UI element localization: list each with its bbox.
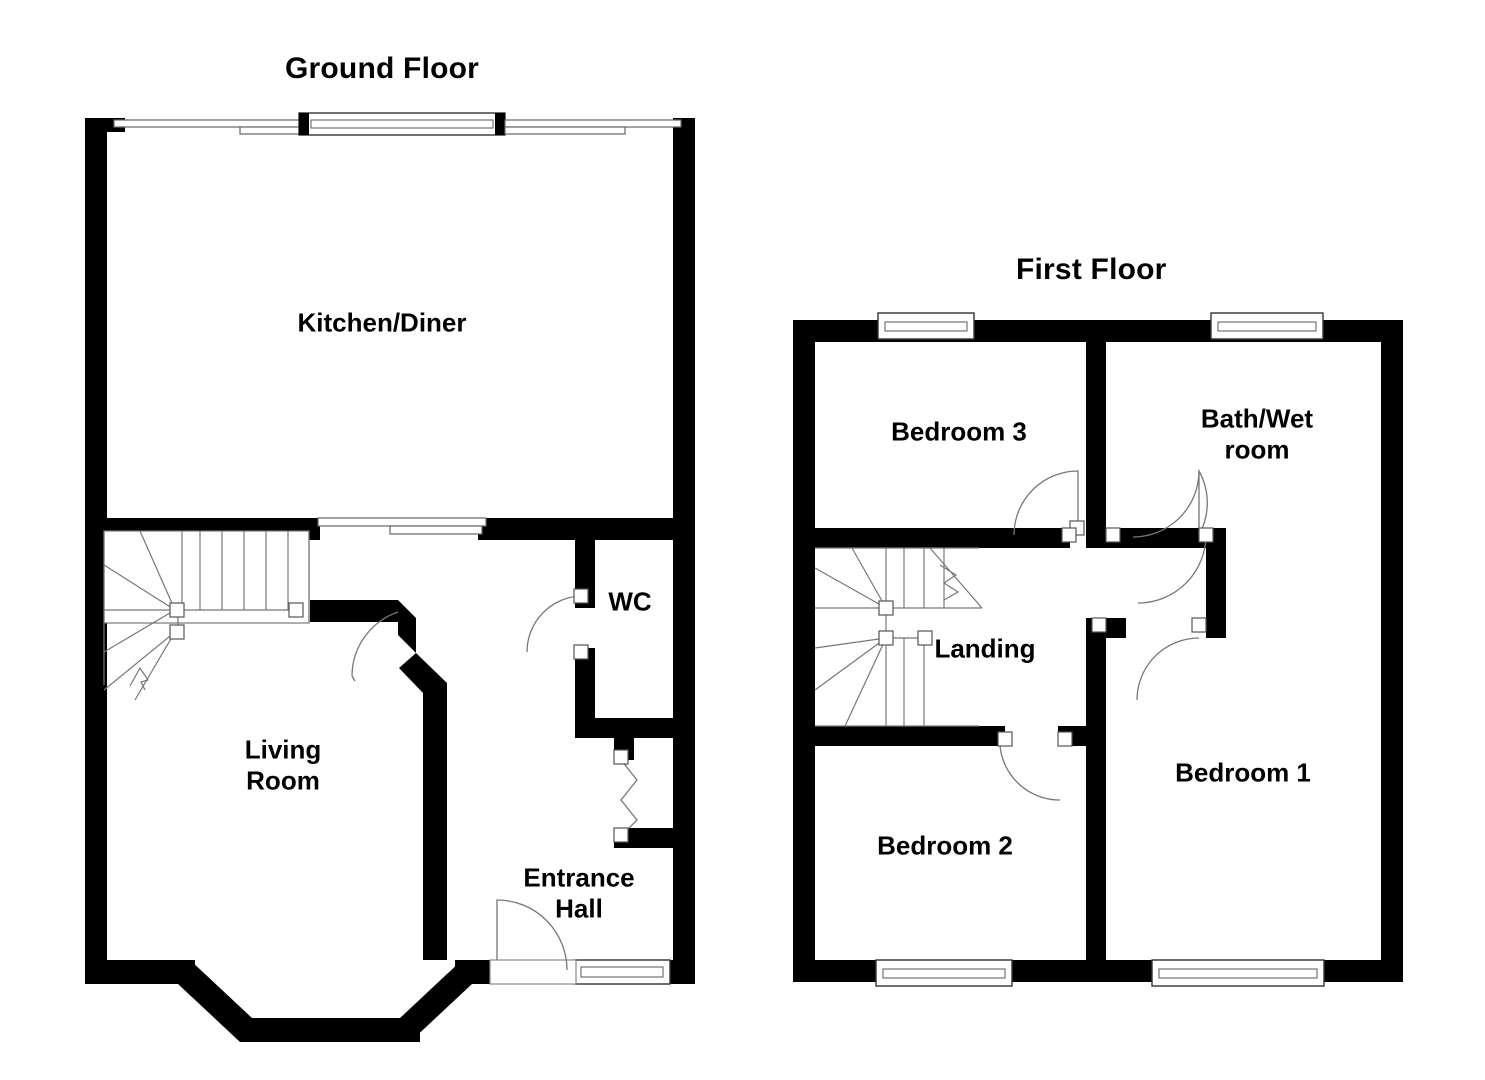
room-label-living-room: Living Room [244, 734, 322, 795]
first-bath-bedroom1-jamb [1206, 618, 1226, 638]
ground-understairs-wall-bottom [614, 828, 686, 848]
room-label-kitchen-diner: Kitchen/Diner [297, 307, 467, 338]
ground-left-exterior-wall [85, 118, 107, 974]
wc-door-jamb-top [573, 588, 589, 604]
first-bedroom3-bath-wall [1086, 332, 1106, 528]
ground-floor-title: Ground Floor [285, 52, 480, 85]
bath-wet-room-door-arc2 [1137, 534, 1207, 604]
entrance-hall-front-window-sash [580, 966, 664, 978]
kitchen-rear-sliding-right-leaf [504, 126, 626, 135]
ground-living-door-jamb [398, 600, 416, 653]
bedroom-1-door-arc [1136, 637, 1200, 701]
first-window-group [875, 312, 1325, 987]
bedroom-2-door-arc [999, 745, 1061, 801]
first-bedroom2-bedroom1-wall [1086, 726, 1106, 982]
first-floor-group [793, 312, 1403, 987]
bedroom-1-front-window-sash [1158, 968, 1318, 979]
bedroom-3-door-jamb-b [1061, 527, 1077, 543]
living-room-door-arc [351, 611, 399, 677]
kitchen-rear-window-sash [310, 119, 494, 129]
first-right-exterior-wall [1381, 320, 1403, 982]
ground-door-group [351, 588, 638, 985]
ground-wc-left-wall-upper [575, 518, 595, 608]
kitchen-living-sliding-upper [317, 517, 487, 527]
ground-bottom-wall-left [85, 960, 195, 984]
kitchen-rear-sliding-right [504, 119, 682, 128]
understairs-bifold-jamb-top [613, 749, 629, 765]
first-bath-bedroom1-wall [1206, 528, 1226, 638]
bedroom-2-front-window-sash [882, 968, 1006, 979]
front-entrance-door-arc [496, 899, 568, 971]
ground-window-group [113, 112, 682, 985]
first-door-group [997, 468, 1214, 801]
room-label-bedroom-3: Bedroom 3 [891, 416, 1027, 447]
room-label-bath-wet-room: Bath/Wet room [1200, 403, 1314, 464]
bath-door-jamb-right [1198, 527, 1214, 543]
ground-floor-staircase [103, 530, 310, 701]
bedroom-3-rear-window-sash [884, 321, 968, 332]
bedroom-1-door-jamb-top [1191, 617, 1207, 633]
kitchen-rear-window-jamb-right [495, 113, 505, 135]
first-floor-title: First Floor [1016, 253, 1167, 286]
first-left-exterior-wall [793, 320, 815, 982]
ground-bay-bottom-wall [240, 1018, 420, 1042]
bath-door-jamb-left [1105, 527, 1121, 543]
bath-door-hinge-line [1198, 468, 1208, 536]
first-bedroom3-landing-wall [815, 528, 1070, 548]
room-label-wc: WC [608, 586, 652, 617]
bedroom-2-door-jamb-right [1057, 731, 1073, 747]
first-landing-bedroom1-wall [1086, 618, 1106, 740]
ground-right-exterior-wall [673, 118, 695, 974]
understairs-bifold-zigzag [620, 759, 638, 837]
wc-door-jamb-bottom [573, 644, 589, 660]
wc-door-arc [526, 595, 582, 653]
room-label-landing: Landing [934, 633, 1036, 664]
room-label-bedroom-1: Bedroom 1 [1175, 757, 1311, 788]
ground-floor-group [85, 112, 695, 1042]
ground-wc-bottom-wall [575, 718, 685, 738]
first-bath-landing-wall [1106, 528, 1206, 548]
understairs-bifold-jamb-bottom [613, 827, 629, 843]
front-door-threshold [489, 959, 577, 985]
bath-wet-room-door-arc [1132, 470, 1200, 538]
first-floor-staircase [814, 547, 983, 727]
bedroom-3-door-arc [1013, 470, 1079, 536]
bedroom-2-door-jamb-left [997, 731, 1013, 747]
ground-living-hall-wall [399, 653, 447, 960]
room-label-entrance-hall: Entrance Hall [523, 862, 635, 923]
room-label-bedroom-2: Bedroom 2 [877, 830, 1013, 861]
bedroom-1-door-jamb-left [1091, 617, 1107, 633]
kitchen-living-sliding-lower [389, 525, 483, 535]
first-bedroom2-landing-wall [815, 726, 1005, 746]
bath-rear-window-sash [1217, 321, 1317, 332]
ground-living-stair-wall [310, 600, 398, 622]
kitchen-rear-window-jamb-left [299, 113, 309, 135]
kitchen-rear-sliding-left [113, 119, 305, 128]
first-bedroom3-wall-jamb [1086, 528, 1106, 548]
ground-wc-left-wall-lower [575, 648, 595, 736]
